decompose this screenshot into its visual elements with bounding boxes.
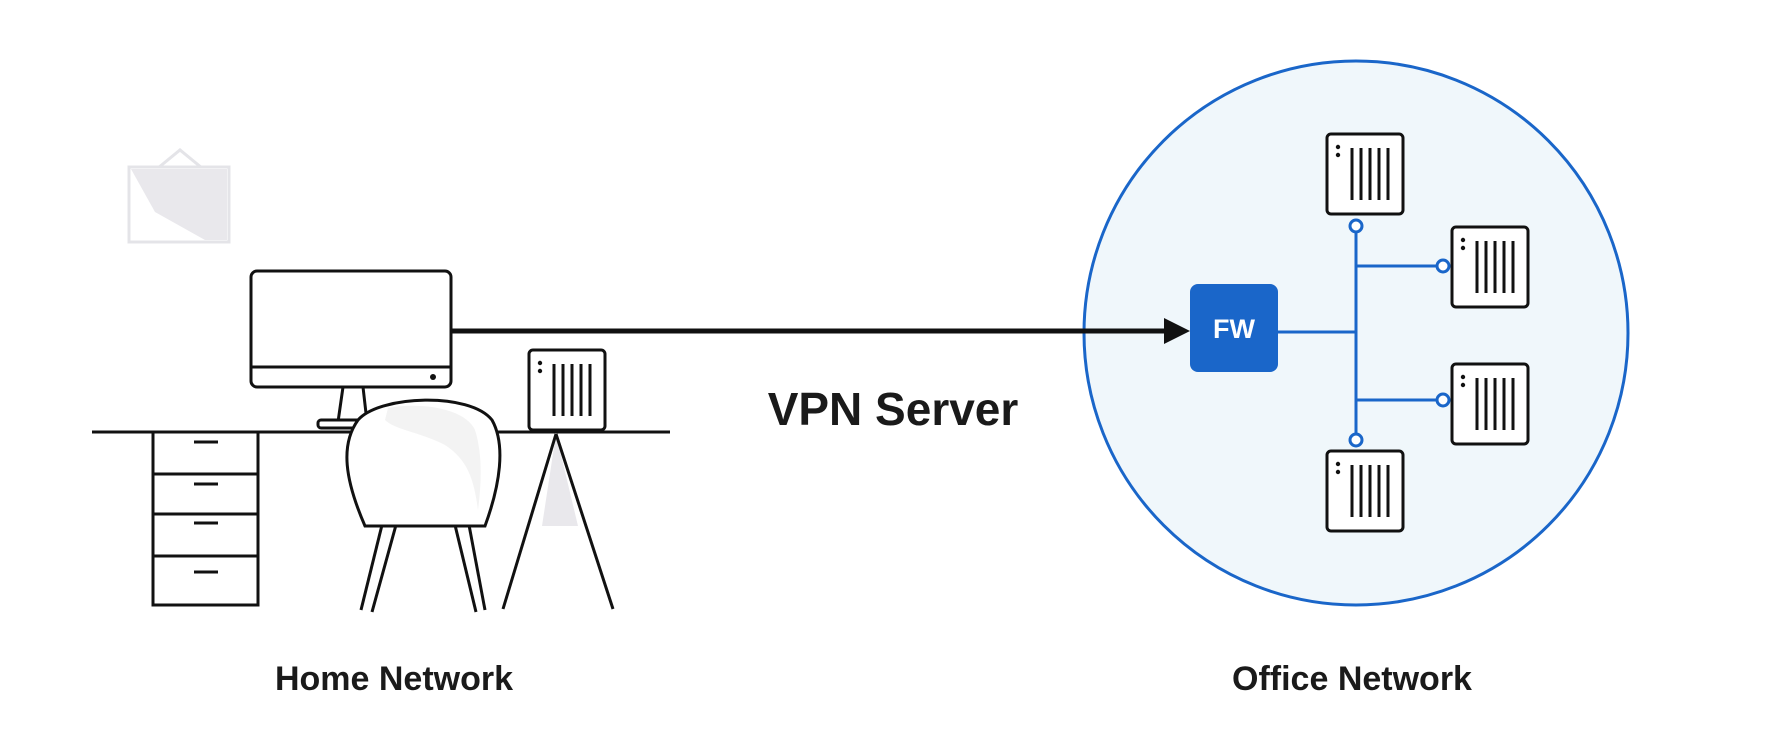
vpn-server-label: VPN Server xyxy=(767,383,1019,435)
server-icon xyxy=(527,348,607,432)
home-network-label: Home Network xyxy=(274,660,514,698)
firewall-icon: FW xyxy=(1190,284,1278,372)
office-network-label: Office Network xyxy=(1232,660,1472,698)
wall-picture-icon xyxy=(127,148,231,244)
firewall-label: FW xyxy=(1213,314,1255,344)
server-icon xyxy=(1325,132,1405,216)
home-network-scene xyxy=(92,269,670,613)
chair-icon xyxy=(345,398,502,613)
server-icon xyxy=(1450,225,1530,309)
server-icon xyxy=(1450,362,1530,446)
arrow-icon xyxy=(451,318,1190,344)
server-icon xyxy=(1325,449,1405,533)
office-network-zone: FW xyxy=(1082,59,1630,607)
